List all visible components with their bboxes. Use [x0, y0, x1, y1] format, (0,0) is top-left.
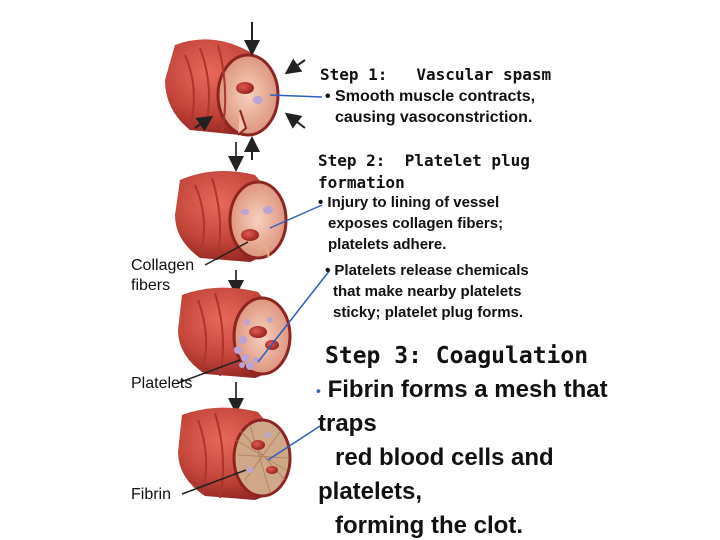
step2-bullet-a-line1: • Injury to lining of vessel: [318, 194, 500, 211]
label-collagen-fibers: Collagen fibers: [131, 256, 194, 296]
step1-bullet-line1: • Smooth muscle contracts,: [325, 88, 536, 105]
label-collagen-line2: fibers: [131, 277, 171, 294]
step2-title-line2: formation: [318, 173, 405, 192]
step1-title: Step 1: Vascular spasm: [320, 65, 552, 84]
step3-title: Step 3: Coagulation: [325, 343, 589, 369]
step3-line1: • Fibrin forms a mesh that: [316, 376, 608, 404]
step1-bullet-line2: causing vasoconstriction.: [335, 109, 533, 126]
vessel-step2-adhesion: [175, 171, 288, 262]
step3-bullet-dot: •: [316, 382, 321, 399]
constriction-arrows: [194, 22, 306, 160]
step2-bullet-b-line1: • Platelets release chemicals: [325, 262, 529, 279]
step2-bullet-b-line3: sticky; platelet plug forms.: [333, 304, 524, 321]
vessel-step2-plug: [178, 287, 292, 378]
step3-text-line4: platelets,: [318, 478, 423, 505]
vessel-step3-clot: [178, 407, 292, 500]
label-platelets: Platelets: [131, 375, 193, 392]
step3-text-line2: traps: [318, 410, 377, 437]
step3-text-line5: forming the clot.: [335, 512, 523, 539]
leader-lines: [257, 94, 331, 461]
step2-title-line1: Step 2: Platelet plug: [318, 151, 530, 170]
vessel-step1: [165, 39, 280, 137]
step2-bullet-a-line3: platelets adhere.: [328, 236, 447, 253]
step2-bullet-b-line2: that make nearby platelets: [333, 283, 522, 300]
step2-bullet-a-line2: exposes collagen fibers;: [328, 215, 504, 232]
step3-text-line3: red blood cells and: [335, 444, 554, 471]
step3-text-line1: Fibrin forms a mesh that: [327, 376, 608, 403]
label-collagen-line1: Collagen: [131, 257, 195, 274]
label-fibrin: Fibrin: [131, 486, 172, 503]
label-lines: [177, 241, 249, 495]
